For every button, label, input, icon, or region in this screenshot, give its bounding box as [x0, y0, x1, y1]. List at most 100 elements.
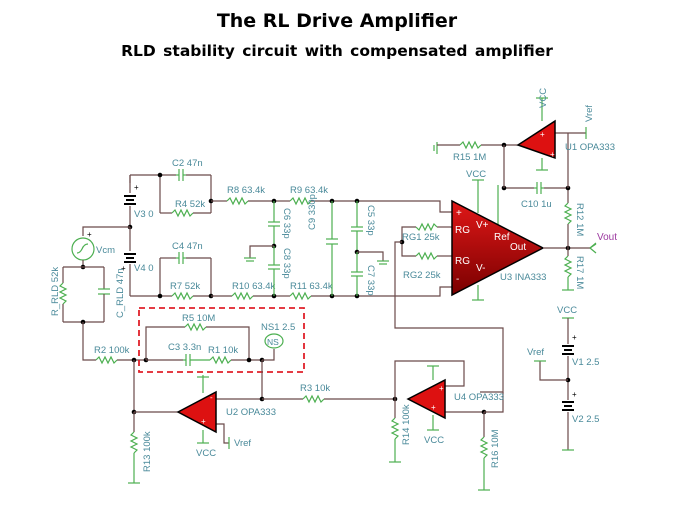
r8-label: R8 63.4k	[227, 185, 265, 196]
r15-label: R15 1M	[453, 152, 486, 163]
u1-label: U1 OPA333	[565, 142, 615, 153]
r2-label: R2 100k	[94, 345, 130, 356]
r8-resistor	[226, 196, 249, 206]
c5-c7-network	[351, 201, 389, 296]
ns-symbol-label: NS	[267, 337, 279, 347]
v3-battery	[124, 175, 136, 227]
c6-c8-network	[244, 201, 280, 296]
vref-divider	[534, 317, 574, 451]
vcm-plus: +	[87, 230, 92, 239]
u3-ina333	[451, 179, 545, 301]
r12-resistor	[563, 202, 573, 225]
r7-resistor	[171, 291, 194, 301]
r4-label: R4 52k	[175, 199, 205, 210]
u4-opa333	[262, 360, 504, 491]
rg1-resistor	[415, 222, 438, 232]
c7-label: C7 33p	[365, 265, 376, 296]
c2-r4-network	[129, 169, 214, 218]
ns1-label: NS1 2.5	[261, 322, 295, 333]
r11-resistor	[289, 291, 312, 301]
u2-plus-pin: +	[201, 417, 206, 426]
r4-resistor	[171, 208, 194, 218]
r17-label: R17 1M	[574, 256, 585, 289]
rg2-resistor	[415, 251, 438, 261]
r1-resistor	[209, 355, 232, 365]
v2-label: V2 2.5	[572, 414, 599, 425]
u3-out-pin: Out	[510, 242, 526, 253]
c-rld-label: C_RLD 47n	[115, 268, 126, 318]
r15-resistor	[459, 140, 482, 150]
r16-label: R16 10M	[490, 429, 501, 468]
v3-plus: +	[134, 183, 139, 192]
c2-label: C2 47n	[172, 158, 203, 169]
r-rld-resistor	[58, 282, 68, 305]
r10-label: R10 63.4k	[232, 281, 276, 292]
rg2-label: RG2 25k	[403, 270, 441, 281]
output-network	[501, 133, 597, 291]
u3-plus-pin: +	[456, 208, 462, 219]
r13-label: R13 100k	[142, 431, 153, 472]
u4-plus-pin: +	[439, 384, 444, 393]
u3-ref-pin: Ref	[494, 232, 510, 243]
u2-vcc-label: VCC	[196, 448, 216, 459]
v1-vcc-label: VCC	[557, 305, 577, 316]
v4-plus: +	[121, 264, 126, 273]
c5-label: C5 33p	[365, 205, 376, 236]
compensation-highlight-box	[138, 307, 305, 373]
r3-label: R3 10k	[300, 383, 330, 394]
u4-vcc-label: VCC	[424, 435, 444, 446]
u1-vcc-label: VCC	[538, 88, 549, 108]
c6-label: C6 33p	[281, 208, 292, 239]
v3-label: V3 0	[134, 209, 154, 220]
c4-r7-network	[157, 252, 214, 301]
slide-title: The RL Drive Amplifier	[216, 10, 458, 32]
c9-capacitor	[326, 201, 338, 296]
vout-label: Vout	[597, 232, 617, 243]
u1-opa333	[433, 97, 587, 188]
compensation-network	[145, 322, 284, 366]
slide-subtitle: RLD stability circuit with compensated a…	[121, 42, 553, 60]
u1-plus-pin: +	[540, 130, 545, 139]
u4-plus-pin-2: +	[431, 403, 436, 412]
u1-plus-pin-2: +	[550, 150, 555, 159]
r-rld-label: R_RLD 52k	[50, 267, 61, 316]
u3-rg1-pin: RG	[455, 225, 470, 236]
c9-label: C9 330p	[307, 194, 318, 230]
c3-capacitor	[183, 354, 210, 366]
r5-label: R5 10M	[182, 313, 215, 324]
c2-capacitor	[176, 169, 186, 181]
u3-minus-pin: -	[456, 274, 459, 285]
u2-opa333	[128, 360, 265, 484]
c10-label: C10 1u	[521, 199, 552, 210]
r14-label: R14 100k	[401, 404, 412, 445]
u4-label: U4 OPA333	[454, 392, 504, 403]
u2-label: U2 OPA333	[226, 407, 276, 418]
r17-resistor	[563, 255, 573, 278]
v2-plus: +	[572, 390, 577, 399]
r13-resistor	[129, 431, 139, 454]
r10-resistor	[231, 291, 254, 301]
u2-minus-pin: -	[210, 393, 213, 402]
v1-plus: +	[572, 333, 577, 342]
r3-resistor	[302, 394, 325, 404]
u3-vcc-label: VCC	[466, 169, 486, 180]
u2-vref-label: Vref	[234, 438, 251, 449]
u3-rg2-pin: RG	[455, 256, 470, 267]
r5-resistor	[184, 322, 207, 332]
vcm-source	[71, 226, 130, 270]
r12-label: R12 1M	[574, 203, 585, 236]
r7-label: R7 52k	[170, 281, 200, 292]
r14-resistor	[390, 417, 400, 440]
c4-capacitor	[176, 252, 186, 264]
r16-resistor	[479, 436, 489, 459]
u3-vplus-pin: V+	[476, 220, 489, 231]
v4-battery	[124, 227, 160, 297]
v4-label: V4 0	[134, 263, 154, 274]
r11-label: R11 63.4k	[290, 281, 333, 292]
u3-label: U3 INA333	[500, 272, 546, 283]
c8-label: C8 33p	[281, 248, 292, 279]
r2-resistor	[95, 355, 118, 365]
c4-label: C4 47n	[172, 241, 203, 252]
v1-label: V1 2.5	[572, 357, 599, 368]
